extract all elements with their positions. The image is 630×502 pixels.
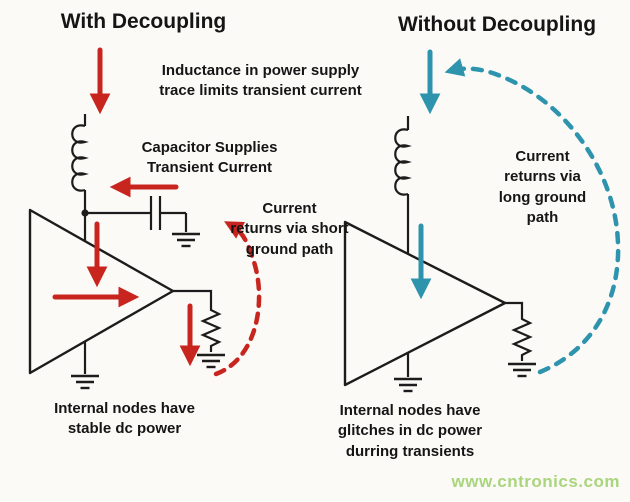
right-circuit (343, 49, 621, 393)
capacitor-symbol (149, 196, 162, 230)
inductor-symbol (71, 124, 89, 192)
short-return-note: Current returns via short ground path (230, 200, 349, 258)
capacitor-note: Capacitor Supplies Transient Current (141, 139, 278, 177)
load-resistor-symbol-right (511, 315, 533, 361)
amplifier-triangle (28, 208, 175, 375)
short-return-path-arrow (213, 221, 262, 377)
amplifier-ground-symbol-right (392, 377, 424, 393)
title-with-decoupling: With Decoupling (60, 10, 227, 33)
output-wire-right (505, 301, 524, 315)
amplifier-triangle-right (343, 220, 507, 387)
long-return-path-arrow (444, 58, 621, 375)
amplifier-ground-symbol (69, 374, 101, 390)
left-circuit (28, 47, 262, 390)
watermark-text: www.cntronics.com (451, 472, 620, 491)
left-bottom-note: Internal nodes have stable dc power (54, 400, 195, 438)
load-ground-symbol (195, 353, 227, 369)
long-return-note: Current returns via long ground path (498, 148, 587, 226)
load-ground-symbol-right (506, 362, 538, 378)
inductance-note: Inductance in power supply trace limits … (159, 62, 362, 100)
right-bottom-note: Internal nodes have glitches in dc power… (337, 402, 483, 460)
load-resistor-symbol (200, 306, 222, 352)
output-wire (173, 289, 213, 306)
inductor-symbol-right (394, 128, 412, 196)
capacitor-ground-symbol (170, 232, 202, 248)
title-without-decoupling: Without Decoupling (397, 13, 597, 36)
